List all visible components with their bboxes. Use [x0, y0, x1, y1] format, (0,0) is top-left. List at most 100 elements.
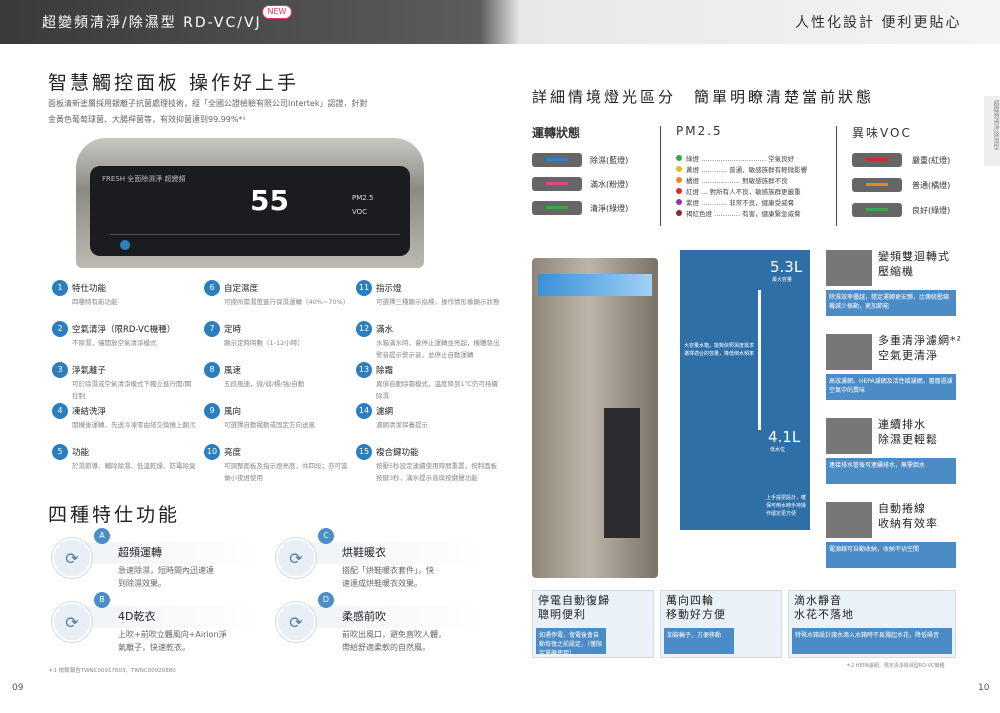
feature-desc: 濾網清潔保養提示 [376, 421, 428, 429]
right-title: 詳細情境燈光區分 簡單明瞭清楚當前狀態 [532, 88, 875, 106]
bottom-title-2: 水花不落地 [794, 608, 854, 621]
bottom-title-1: 停電自動復歸 [538, 594, 610, 607]
special-desc-1: 前吹出風口，避免直吹人體， [342, 630, 446, 639]
voc-light-color [866, 158, 888, 161]
special-desc-2: 帶給舒適柔軟的自然風。 [342, 643, 430, 652]
feature-number: 4 [52, 403, 68, 419]
handle-note: 上手提把設計，確保可倒水時手持操作穩定更方便 [766, 495, 807, 517]
control-panel-screen: FRESH 全面除濕淨 超變頻 55 PM2.5 VOC [90, 166, 410, 256]
feature-title: 功能 [72, 448, 90, 458]
pm-dot [676, 210, 682, 216]
feature-number: 5 [52, 444, 68, 460]
feature-desc: 五段風速，微/弱/標/強/自動 [224, 380, 305, 388]
feature-desc: 連接排水管後可連續排水，無需倒水 [826, 458, 956, 484]
feature-number: 7 [204, 321, 220, 337]
feature-title: 複合鍵功能 [376, 448, 419, 458]
special-letter: A [94, 528, 110, 544]
header-bar: 超變頻清淨/除濕型 RD-VC/VJ NEW 人性化設計 便利更貼心 [0, 0, 1000, 44]
left-title: 智慧觸控面板 操作好上手 [48, 72, 300, 94]
panel-digits: 55 [250, 184, 289, 217]
feature-photo [826, 334, 872, 370]
feature-number: 12 [356, 321, 372, 337]
voc-label: 嚴重(紅燈) [912, 156, 951, 165]
bottom-desc: 加裝輪子，方便移動 [664, 628, 734, 654]
special-letter: C [318, 528, 334, 544]
feature-desc: 不除濕，僅開放空氣清淨模式 [72, 339, 157, 347]
left-footnote: ＊1 檢驗報告TWNC00917603、TWNC00920880 [48, 668, 176, 674]
feature-number: 9 [204, 403, 220, 419]
feature-title: 定時 [224, 325, 242, 335]
feature-title-1: 變頻雙迴轉式 [878, 250, 950, 263]
tank-note: 大容量水箱，能夠依照濕度需求選擇適合的容量，降低倒水頻率 [684, 343, 755, 357]
voc-light-color [866, 183, 888, 186]
blue-light-strip [538, 274, 652, 296]
feature-number: 13 [356, 362, 372, 378]
special-title: 四種特仕功能 [48, 504, 181, 526]
feature-desc: 可於除濕或空氣清淨模式下獨立進行開/關控制 [72, 380, 192, 400]
special-title: 4D乾衣 [118, 610, 156, 623]
bottom-title-2: 聰明便利 [538, 608, 586, 621]
intro-line-2: 金黃色葡萄球菌、大腸桿菌等，有效抑菌達到99.99%*¹ [48, 115, 246, 124]
run-light [532, 177, 582, 191]
run-light-color [546, 158, 568, 161]
feature-desc: 可選擇自動擺動或固定方向送風 [224, 421, 315, 429]
pm-dot [676, 188, 682, 194]
feature-title: 凍結洗淨 [72, 407, 107, 417]
side-tab: 超變頻清淨/除濕型 [984, 96, 1000, 166]
special-icon: ⟳ [52, 602, 92, 642]
feature-title-2: 收納有效率 [878, 517, 938, 530]
feature-desc: 除濕效率優越，穩定運轉更安靜，比傳統壓縮機減少振動，更加節能 [826, 290, 956, 316]
feature-number: 11 [356, 280, 372, 296]
feature-title: 空氣清淨（限RD-VC機種） [72, 325, 176, 335]
voc-light [852, 178, 902, 192]
feature-desc: 按壓5秒設定連續使用時間重置，按制面板按鍵3秒，滿水提示音與按鍵聲功能 [376, 462, 498, 482]
right-footnote: ＊2 HEPA濾網，限定清淨除濕型RD-VC機種 [846, 663, 945, 669]
feature-title: 自定濕度 [224, 284, 259, 294]
feature-title: 除霜 [376, 366, 394, 376]
feature-title-2: 除濕更輕鬆 [878, 433, 938, 446]
bottom-title-1: 萬向四輪 [666, 594, 714, 607]
tank-small-label: 4.1L [768, 428, 801, 446]
run-light [532, 201, 582, 215]
feature-desc: 開機後運轉，先送冷凍零由結交換機上翻污 [72, 421, 196, 429]
feature-title: 指示燈 [376, 284, 402, 294]
feature-photo [826, 502, 872, 538]
feature-title: 特仕功能 [72, 284, 107, 294]
bottom-title-1: 滴水靜音 [794, 594, 842, 607]
pm-text: 紅燈 … 對所有人不良，敏感族群更嚴重 [686, 188, 801, 196]
special-bar [286, 542, 486, 564]
feature-title-1: 連續排水 [878, 418, 926, 431]
feature-photo [826, 250, 872, 286]
pm-text: 褐紅色燈 ………… 有害，健康緊急威脅 [686, 210, 801, 218]
bottom-desc: 如遇停電，復電後會自動恢復之前設定，（僅限定單機使用） [536, 628, 606, 657]
run-label: 清淨(綠燈) [590, 204, 629, 213]
pm-dot [676, 199, 682, 205]
bottom-title-2: 移動好方便 [666, 608, 726, 621]
pm-dot [676, 177, 682, 183]
panel-button-dot [120, 240, 130, 250]
page-number-left: 09 [12, 683, 24, 693]
feature-title: 滿水 [376, 325, 394, 335]
special-desc-1: 搭配「烘鞋暖衣套件」，快 [342, 566, 434, 575]
feature-number: 10 [204, 444, 220, 460]
special-icon: ⟳ [276, 538, 316, 578]
feature-desc: 可選擇三種顯示指標，操作情形像顯示狀態 [376, 298, 500, 306]
voc-light [852, 203, 902, 217]
special-icon: ⟳ [52, 538, 92, 578]
special-letter: D [318, 592, 334, 608]
feature-title: 濾網 [376, 407, 394, 417]
water-window [604, 408, 640, 538]
special-desc-2: 到除濕效果。 [118, 579, 166, 588]
special-icon: ⟳ [276, 602, 316, 642]
feature-desc: 電源線可自動收納，收納不佔空間 [826, 542, 956, 568]
run-label: 除濕(藍燈) [590, 156, 629, 165]
voc-label: 普通(橘燈) [912, 181, 951, 190]
feature-desc: 四種特有新功能 [72, 298, 118, 306]
feature-title-1: 自動捲線 [878, 502, 926, 515]
left-intro: 面板清新塗層採用銀離子抗菌處理技術，經「全國公證檢驗有限公司Intertek」認… [48, 96, 468, 128]
feature-number: 14 [356, 403, 372, 419]
run-light [532, 153, 582, 167]
panel-pm-label: PM2.5 [352, 194, 374, 202]
panel-divider [110, 234, 400, 235]
voc-light-color [866, 208, 888, 211]
